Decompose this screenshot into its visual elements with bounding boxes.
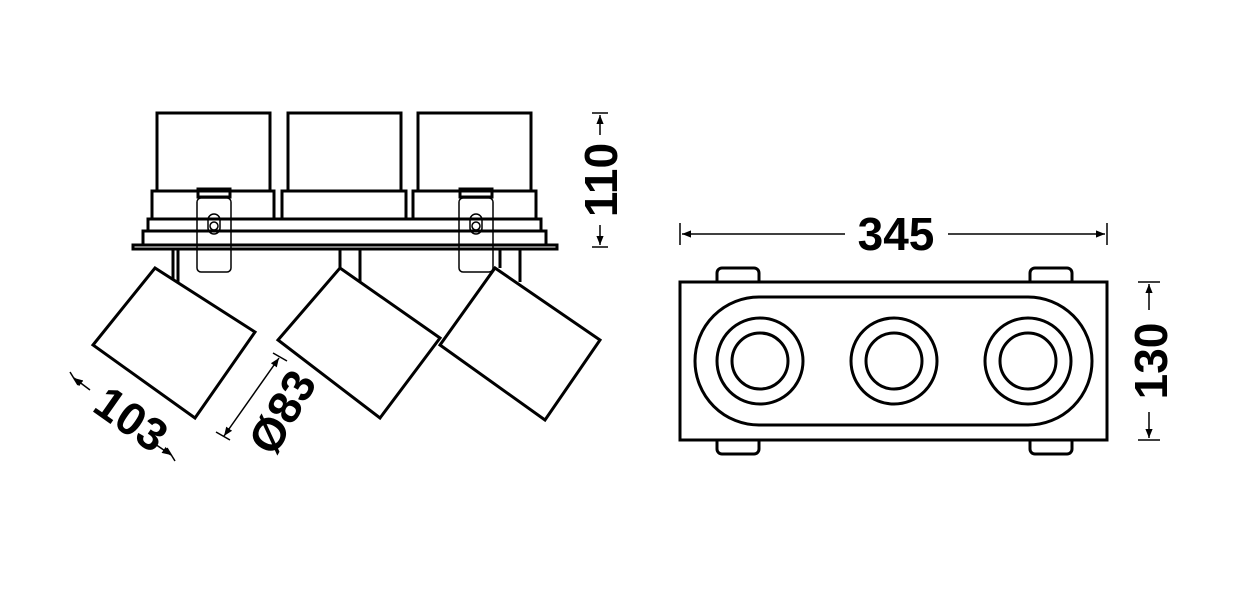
spot-length-dimension [69,371,176,462]
length-dimension [679,223,1108,245]
height-dimension [592,112,608,248]
plan-view [678,266,1109,456]
housing-box-3 [416,111,533,193]
width-label: 130 [1125,323,1177,400]
height-label: 110 [575,143,627,217]
housing-box-2 [286,111,403,193]
spot-diameter-label: Ø83 [238,361,327,462]
housing-box-1 [155,111,272,193]
spotlight-3 [437,265,603,423]
side-view [90,111,603,423]
stadium-bezel [693,295,1094,427]
spring-clip-right [458,187,494,273]
mounting-plate [131,243,559,251]
lamp-ring-2 [849,316,939,406]
spot-diameter-dimension [215,352,288,441]
spotlight-1 [90,266,258,421]
frame [678,280,1109,442]
spotlight-2 [275,265,443,421]
lamp-ring-3 [983,316,1073,406]
spring-clip-left [196,187,232,273]
width-dimension [1138,281,1160,441]
length-label: 345 [858,208,935,260]
lamp-ring-1 [715,316,805,406]
